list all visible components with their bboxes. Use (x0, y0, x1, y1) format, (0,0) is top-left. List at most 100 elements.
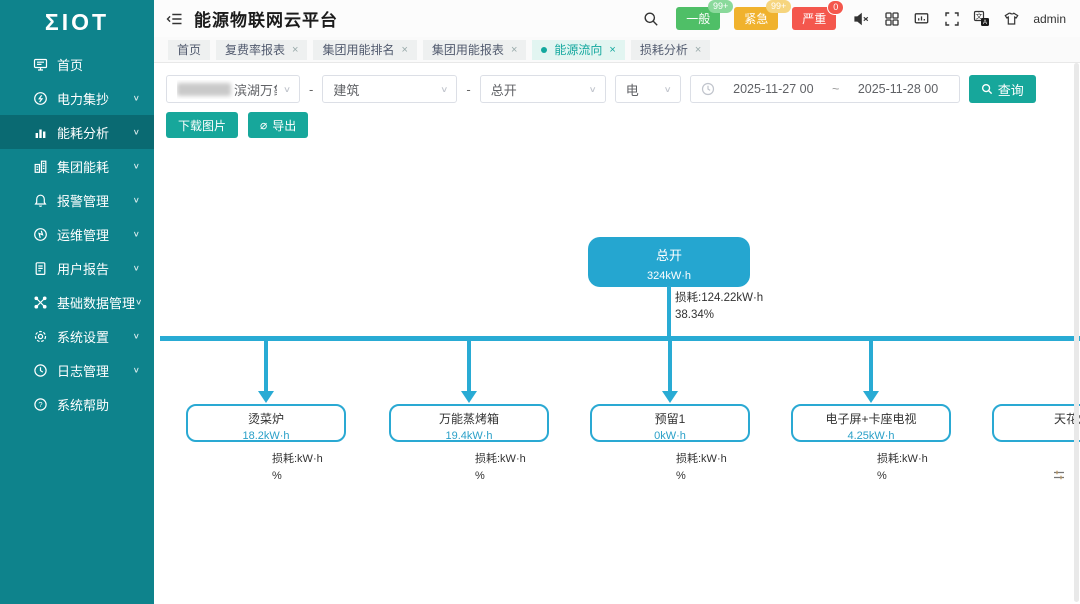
chevron-down-icon: ∨ (132, 195, 140, 205)
sidebar-item-energy-analysis[interactable]: 能耗分析 ∨ (0, 115, 154, 149)
sidebar-item-ops-management[interactable]: 运维管理 ∨ (0, 217, 154, 251)
store-name: 滨湖万象汇店 (234, 82, 277, 98)
help-circle-icon: ? (33, 396, 49, 412)
close-icon[interactable]: × (401, 43, 408, 56)
monitor-icon (33, 56, 49, 72)
search-icon[interactable] (642, 10, 659, 27)
close-icon[interactable]: × (694, 43, 702, 56)
alarm-chips: 一般 99+ 紧急 99+ 严重 0 (676, 0, 845, 30)
node-select[interactable]: 总开 ∨ (479, 75, 606, 103)
download-button-label: 下载图片 (178, 118, 227, 133)
sidebar-item-user-report[interactable]: 用户报告 ∨ (0, 251, 154, 285)
vertical-scrollbar[interactable] (1074, 63, 1079, 602)
tab-bar: 首页 复费率报表 × 集团用能排名 × 集团用能报表 × 能源流向 × 损耗分析 (154, 37, 1080, 63)
clock-icon (701, 82, 715, 96)
date-start-input[interactable]: 2025-11-27 00 (733, 82, 814, 96)
data-nodes-icon (33, 294, 49, 310)
tab-rate-report[interactable]: 复费率报表 × (216, 39, 308, 60)
flow-node-value: 4.25kW·h (847, 430, 895, 442)
flow-node-steam-oven[interactable]: 万能蒸烤箱 19.4kW·h (389, 404, 549, 442)
sidebar-item-label: 首页 (57, 57, 84, 73)
sidebar-item-home[interactable]: 首页 (0, 47, 154, 81)
flow-node-root[interactable]: 总开 324kW·h (588, 237, 750, 287)
flow-node-value: 18.2kW·h (242, 430, 290, 442)
apps-grid-icon[interactable] (883, 10, 900, 27)
chevron-down-icon: ∨ (135, 297, 143, 307)
flow-node-label: 烫菜炉 (247, 412, 284, 426)
download-image-button[interactable]: 下载图片 (166, 112, 239, 138)
flow-node-label: 预留1 (654, 412, 686, 426)
big-screen-icon[interactable] (913, 10, 930, 27)
chevron-down-icon: ∨ (132, 365, 140, 375)
close-icon[interactable]: × (510, 43, 518, 56)
sidebar-item-base-data[interactable]: 基础数据管理 ∨ (0, 285, 154, 319)
username[interactable]: admin (1033, 11, 1066, 26)
chevron-down-icon: ∨ (132, 127, 140, 137)
node-select-value: 总开 (490, 82, 517, 98)
tab-group-report[interactable]: 集团用能报表 × (422, 39, 527, 60)
alarm-chip-label: 紧急 (744, 12, 769, 26)
flow-node-hotpot-stove[interactable]: 烫菜炉 18.2kW·h (186, 404, 346, 442)
flow-node-value: 19.4kW·h (445, 430, 493, 442)
svg-text:文: 文 (976, 12, 983, 21)
page-title: 能源物联网云平台 (194, 11, 338, 30)
sidebar-item-group-energy[interactable]: 集团能耗 ∨ (0, 149, 154, 183)
sidebar-item-label: 用户报告 (57, 261, 110, 277)
tab-home[interactable]: 首页 (168, 39, 211, 60)
ops-bolt-icon (33, 226, 49, 242)
sidebar-item-label: 集团能耗 (57, 159, 110, 175)
energy-type-select[interactable]: 电 ∨ (614, 75, 681, 103)
tab-group-ranking[interactable]: 集团用能排名 × (313, 39, 417, 60)
tab-energy-flow[interactable]: 能源流向 × (532, 39, 625, 60)
flow-node-label: 万能蒸烤箱 (438, 412, 499, 426)
query-button[interactable]: 查询 (968, 75, 1036, 103)
sidebar-item-label: 电力集抄 (57, 91, 110, 107)
close-icon[interactable]: × (292, 43, 299, 56)
chevron-down-icon: ∨ (282, 84, 291, 94)
action-row: 下载图片 ⌀ 导出 (166, 112, 1064, 138)
sidebar-item-label: 基础数据管理 (57, 295, 136, 311)
tab-label: 集团用能报表 (431, 43, 504, 57)
alarm-chip-general[interactable]: 一般 99+ (676, 0, 734, 30)
theme-shirt-icon[interactable] (1003, 10, 1020, 27)
sidebar-collapse-icon[interactable] (166, 10, 184, 28)
main-area: 能源物联网云平台 一般 99+ 紧急 99+ 严重 0 (154, 0, 1080, 604)
fullscreen-icon[interactable] (943, 10, 960, 27)
tab-label: 集团用能排名 (322, 43, 395, 57)
sidebar-item-log-management[interactable]: 日志管理 ∨ (0, 353, 154, 387)
adjust-handle-icon[interactable] (1052, 468, 1066, 482)
flow-node-screen-tv[interactable]: 电子屏+卡座电视 4.25kW·h (791, 404, 951, 442)
building-select[interactable]: 建筑 ∨ (322, 75, 458, 103)
energy-select-value: 电 (625, 82, 639, 98)
close-icon[interactable]: × (609, 43, 616, 56)
meter-icon (33, 90, 49, 106)
store-select[interactable]: 滨湖万象汇店 ∨ (166, 75, 300, 103)
tab-loss-analysis[interactable]: 损耗分析 × (630, 39, 711, 60)
sidebar-item-power-reading[interactable]: 电力集抄 ∨ (0, 81, 154, 115)
search-icon (981, 83, 993, 95)
mute-icon[interactable] (853, 10, 870, 27)
date-range-picker[interactable]: 2025-11-27 00 ~ 2025-11-28 00 (689, 75, 960, 103)
gear-icon (33, 328, 49, 344)
flow-node-ceiling-light[interactable]: 天花灯 (992, 404, 1080, 442)
sidebar-item-system-help[interactable]: ? 系统帮助 (0, 387, 154, 421)
svg-text:A: A (983, 20, 987, 26)
sidebar-item-system-settings[interactable]: 系统设置 ∨ (0, 319, 154, 353)
date-end-input[interactable]: 2025-11-28 00 (857, 82, 939, 96)
svg-text:?: ? (38, 400, 42, 409)
export-button[interactable]: ⌀ 导出 (248, 112, 309, 138)
query-button-label: 查询 (997, 82, 1024, 98)
alarm-chip-critical[interactable]: 严重 0 (792, 0, 845, 30)
sidebar-item-alarm-management[interactable]: 报警管理 ∨ (0, 183, 154, 217)
alarm-chip-urgent[interactable]: 紧急 99+ (734, 0, 792, 30)
flow-node-reserved-1[interactable]: 预留1 0kW·h (590, 404, 750, 442)
building-select-value: 建筑 (333, 82, 360, 98)
content: 滨湖万象汇店 ∨ - 建筑 ∨ - 总开 ∨ 电 ∨ (154, 63, 1080, 604)
sidebar-item-label: 能耗分析 (57, 125, 110, 141)
chevron-down-icon: ∨ (132, 263, 140, 273)
report-doc-icon (33, 260, 49, 276)
flow-node-value: 324kW·h (646, 270, 692, 282)
